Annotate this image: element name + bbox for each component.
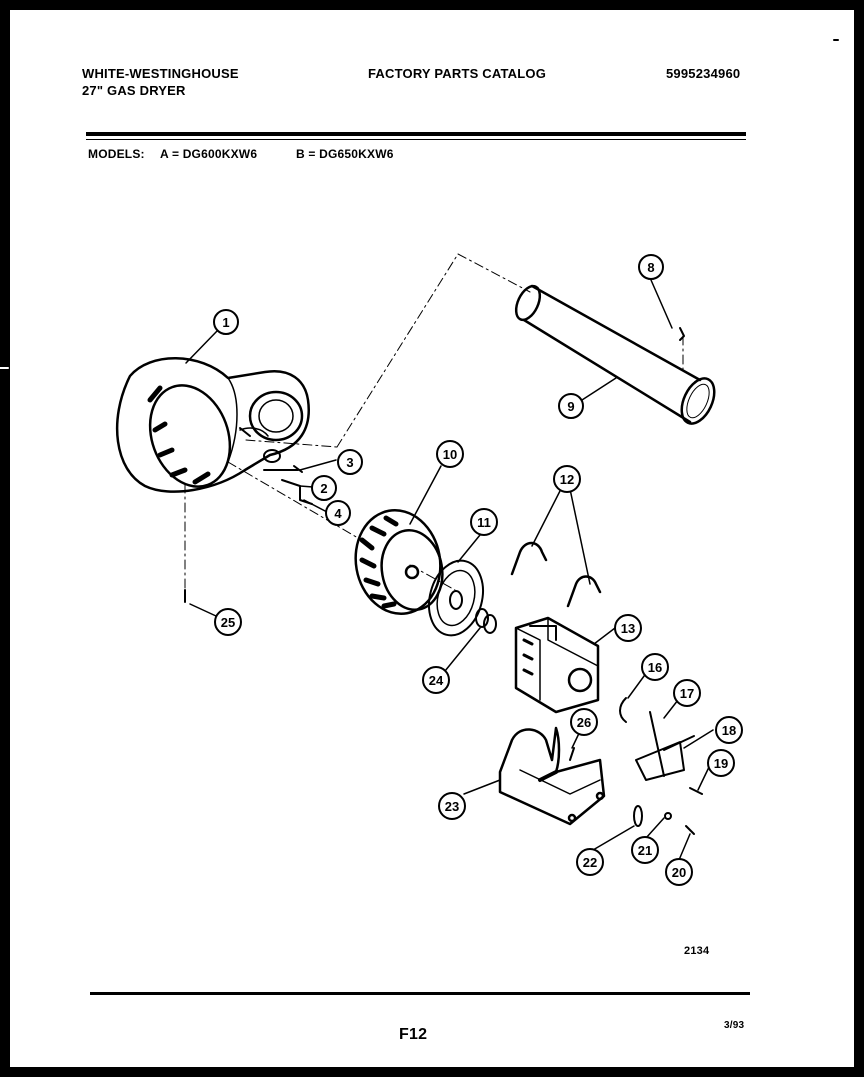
svg-text:23: 23 bbox=[445, 799, 459, 814]
catalog-page: WHITE-WESTINGHOUSE 27" GAS DRYER FACTORY… bbox=[10, 10, 854, 1067]
callout-8: 8 bbox=[638, 254, 664, 280]
diagram-code: 2134 bbox=[684, 945, 710, 957]
blower-seal-part bbox=[428, 559, 484, 637]
svg-text:8: 8 bbox=[647, 260, 654, 275]
part-number: 5995234960 bbox=[666, 66, 741, 81]
models-label: MODELS: bbox=[88, 147, 145, 161]
callout-9: 9 bbox=[558, 393, 584, 419]
svg-text:25: 25 bbox=[221, 615, 235, 630]
scan-marks bbox=[0, 39, 839, 369]
svg-text:21: 21 bbox=[638, 843, 652, 858]
catalog-title: FACTORY PARTS CATALOG bbox=[368, 66, 547, 81]
callout-13: 13 bbox=[614, 614, 642, 642]
callout-17: 17 bbox=[673, 679, 701, 707]
svg-text:26: 26 bbox=[577, 715, 591, 730]
callout-18: 18 bbox=[715, 716, 743, 744]
motor-clamp-parts bbox=[510, 541, 602, 608]
brand-name: WHITE-WESTINGHOUSE bbox=[82, 66, 239, 81]
callout-23: 23 bbox=[438, 792, 466, 820]
svg-text:3: 3 bbox=[346, 455, 353, 470]
svg-text:9: 9 bbox=[567, 399, 574, 414]
callout-19: 19 bbox=[707, 749, 735, 777]
model-a: A = DG600KXW6 bbox=[160, 147, 258, 161]
svg-text:12: 12 bbox=[560, 472, 574, 487]
svg-text:24: 24 bbox=[429, 673, 444, 688]
svg-text:1: 1 bbox=[222, 315, 229, 330]
svg-text:13: 13 bbox=[621, 621, 635, 636]
ring-part bbox=[475, 608, 497, 634]
footer-rule bbox=[90, 992, 750, 995]
drive-motor-part bbox=[514, 616, 600, 714]
svg-text:11: 11 bbox=[477, 515, 491, 530]
header-rule-thick bbox=[86, 132, 746, 136]
svg-text:2: 2 bbox=[320, 481, 327, 496]
callout-11: 11 bbox=[470, 508, 498, 536]
svg-text:22: 22 bbox=[583, 855, 597, 870]
blower-wheel-part bbox=[354, 509, 444, 615]
svg-text:20: 20 bbox=[672, 865, 686, 880]
svg-text:19: 19 bbox=[714, 756, 728, 771]
revision-date: 3/93 bbox=[724, 1020, 745, 1031]
callout-16: 16 bbox=[641, 653, 669, 681]
callout-20: 20 bbox=[665, 858, 693, 886]
callout-bubbles: 1 2 3 4 8 9 10 11 12 13 16 17 18 19 20 2… bbox=[213, 254, 743, 886]
callout-12: 12 bbox=[553, 465, 581, 493]
callout-4: 4 bbox=[325, 500, 351, 526]
product-name: 27" GAS DRYER bbox=[82, 83, 186, 98]
page-number: F12 bbox=[399, 1026, 428, 1043]
callout-26: 26 bbox=[570, 708, 598, 736]
svg-text:10: 10 bbox=[443, 447, 457, 462]
callout-leader-lines bbox=[185, 279, 714, 861]
switch-hardware-parts bbox=[619, 697, 703, 835]
callout-10: 10 bbox=[436, 440, 464, 468]
small-screw-parts bbox=[184, 589, 575, 761]
svg-text:16: 16 bbox=[648, 660, 662, 675]
exhaust-duct-part bbox=[514, 284, 716, 425]
callout-24: 24 bbox=[422, 666, 450, 694]
callout-1: 1 bbox=[213, 309, 239, 335]
model-b: B = DG650KXW6 bbox=[296, 147, 394, 161]
callout-22: 22 bbox=[576, 848, 604, 876]
svg-text:18: 18 bbox=[722, 723, 736, 738]
callout-3: 3 bbox=[337, 449, 363, 475]
svg-text:4: 4 bbox=[334, 506, 342, 521]
blower-housing-part bbox=[115, 357, 310, 493]
motor-mount-part bbox=[498, 726, 606, 826]
assembly-guide-lines bbox=[184, 253, 684, 591]
svg-text:17: 17 bbox=[680, 686, 694, 701]
fastener-parts bbox=[239, 427, 313, 505]
header-rule-thin bbox=[86, 139, 746, 140]
callout-2: 2 bbox=[311, 475, 337, 501]
callout-25: 25 bbox=[214, 608, 242, 636]
callout-21: 21 bbox=[631, 836, 659, 864]
